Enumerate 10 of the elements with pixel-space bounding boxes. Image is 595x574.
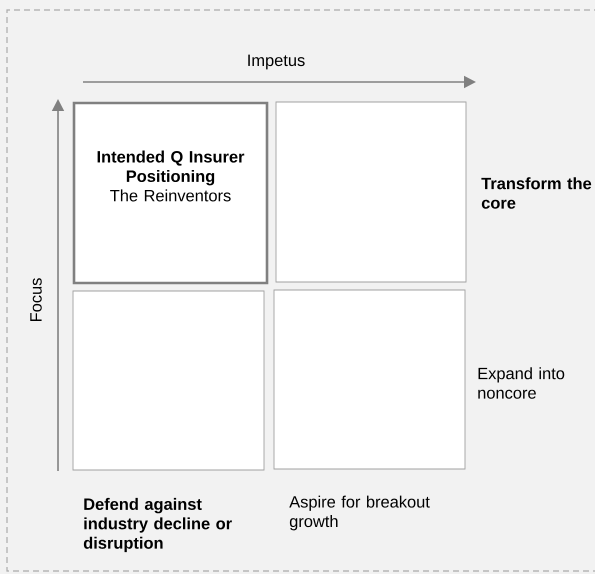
axis-label: Impetus xyxy=(248,54,305,70)
quadrant-label: Transform the core xyxy=(481,177,592,209)
quadrant-box xyxy=(72,102,268,284)
quadrant-text: Intended Q Insurer Positioning The Reinventors xyxy=(98,150,244,202)
quadrant-label: Defend against industry decline or disruption xyxy=(84,498,232,552)
axis-label: Focus xyxy=(30,278,42,322)
quadrant-box xyxy=(72,290,264,470)
quadrant-box xyxy=(274,290,466,470)
quadrant-box xyxy=(276,102,466,282)
quadrant-label: Aspire for breakout growth xyxy=(289,496,430,530)
